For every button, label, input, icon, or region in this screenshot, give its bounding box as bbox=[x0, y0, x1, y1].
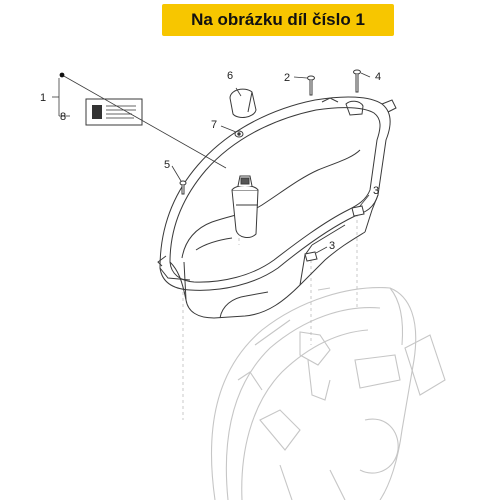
callout-5: 5 bbox=[164, 159, 170, 171]
callout-3-right: 3 bbox=[373, 185, 379, 197]
part-4-screw bbox=[353, 69, 361, 93]
part-5-screw bbox=[179, 180, 187, 195]
leader-lines bbox=[52, 72, 371, 254]
storage-compartment bbox=[157, 96, 397, 319]
part-3-clip-bottom bbox=[304, 251, 318, 262]
callout-3-bottom: 3 bbox=[329, 240, 335, 252]
callout-6: 6 bbox=[227, 70, 233, 82]
banner-text: Na obrázku díl číslo 1 bbox=[191, 10, 365, 29]
part-7-nut bbox=[234, 130, 244, 138]
part-2-screw bbox=[307, 75, 315, 96]
scooter-frame bbox=[210, 287, 446, 500]
callout-8: 8 bbox=[60, 111, 66, 123]
callout-7: 7 bbox=[211, 119, 217, 131]
callout-4: 4 bbox=[375, 71, 381, 83]
part-6-rubber-pad bbox=[229, 88, 257, 118]
latch-cup bbox=[231, 175, 259, 238]
callout-2: 2 bbox=[284, 72, 290, 84]
leader-dot bbox=[59, 72, 65, 78]
part-8-label-sticker bbox=[85, 98, 143, 126]
title-banner: Na obrázku díl číslo 1 bbox=[162, 4, 394, 36]
callout-1: 1 bbox=[40, 92, 46, 104]
part-3-clip-right bbox=[351, 205, 365, 217]
